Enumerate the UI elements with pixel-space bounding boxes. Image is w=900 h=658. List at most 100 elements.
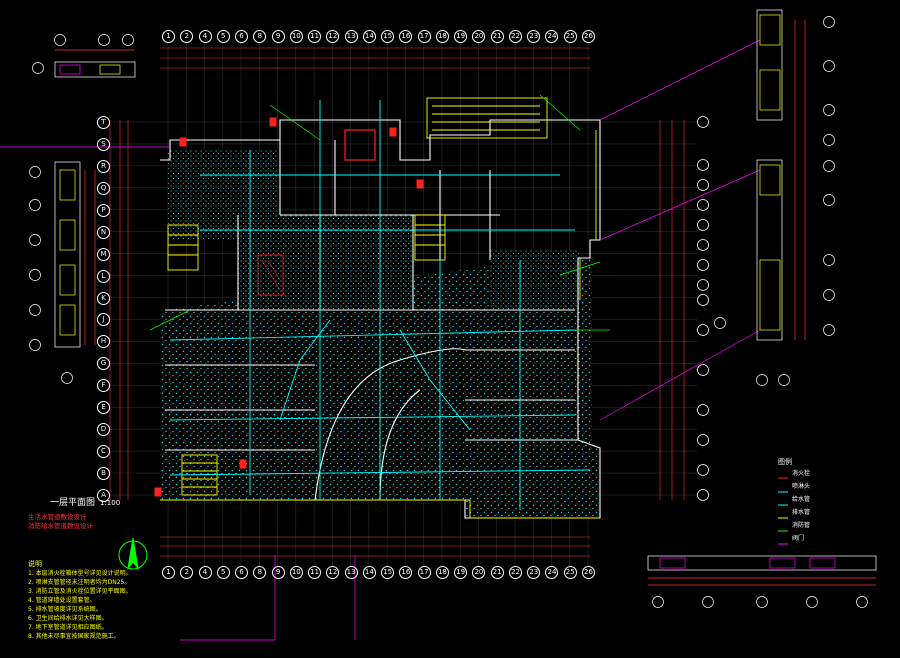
legend-item: 给水管 bbox=[792, 496, 811, 503]
left-grid-bubble: F bbox=[97, 379, 110, 393]
legend-heading: 图例 bbox=[778, 458, 792, 466]
right-section-detail bbox=[714, 9, 835, 386]
left-grid-bubble: H bbox=[97, 335, 110, 349]
top-grid-bubble: 23 bbox=[527, 30, 541, 43]
bottom-grid-bubble: 23 bbox=[527, 566, 541, 579]
north-arrow-icon bbox=[118, 537, 148, 570]
bottom-dimension-lines bbox=[160, 536, 590, 557]
bottom-grid-bubble: 11 bbox=[308, 566, 322, 579]
top-grid-bubble: 5 bbox=[216, 30, 230, 43]
left-grid-bubble: E bbox=[97, 401, 110, 415]
bottom-grid-bubble: 18 bbox=[435, 566, 449, 579]
legend-panel: 图例 消火栓喷淋头给水管排水管消防管阀门 bbox=[778, 458, 888, 545]
top-grid-bubble: 24 bbox=[545, 30, 559, 43]
bottom-grid-bubble: 2 bbox=[180, 566, 194, 579]
left-grid-bubble: S bbox=[97, 137, 110, 151]
top-grid-bubble: 13 bbox=[344, 30, 358, 43]
note-item: 1. 本层消火栓箱体型号详见设计说明。 bbox=[28, 570, 132, 577]
left-grid-bubble: C bbox=[97, 445, 110, 459]
note-item: 4. 管道穿墙处设置套管。 bbox=[28, 597, 96, 604]
left-grid-bubble: J bbox=[97, 313, 110, 327]
left-grid-bubble: T bbox=[97, 116, 110, 129]
left-grid-bubble: N bbox=[97, 225, 110, 239]
legend-item: 阀门 bbox=[792, 535, 805, 542]
legend-item: 消防管 bbox=[792, 522, 811, 529]
top-grid-bubble: 1 bbox=[162, 30, 175, 43]
left-grid-bubble: Q bbox=[97, 181, 110, 195]
top-grid-bubble: 21 bbox=[490, 30, 504, 43]
legend-item: 喷淋头 bbox=[792, 483, 811, 490]
top-grid-bubble: 10 bbox=[289, 30, 303, 43]
top-grid-bubble: 9 bbox=[271, 30, 285, 43]
plan-subtitle-1: 生活水管道敷设设计 bbox=[28, 513, 87, 521]
left-grid-bubble: B bbox=[97, 467, 110, 481]
bottom-grid-bubble: 24 bbox=[545, 566, 559, 579]
bottom-grid-bubble: 15 bbox=[381, 566, 395, 579]
left-section-detail bbox=[29, 161, 96, 384]
notes-list: 1. 本层消火栓箱体型号详见设计说明。 2. 喷淋支管管径未注明者均为DN25。 3… bbox=[28, 569, 268, 641]
bottom-grid-bubble: 6 bbox=[235, 566, 249, 579]
green-leaders bbox=[149, 94, 610, 331]
top-grid-bubble: 25 bbox=[563, 30, 577, 43]
left-grid-bubble: G bbox=[97, 357, 110, 371]
top-grid-bubble: 8 bbox=[253, 30, 267, 43]
general-notes: 说明 1. 本层消火栓箱体型号详见设计说明。 2. 喷淋支管管径未注明者均为DN2… bbox=[28, 560, 268, 641]
top-grid-bubble: 19 bbox=[454, 30, 468, 43]
top-grid-bubble: 26 bbox=[582, 30, 595, 43]
left-grid-bubble: L bbox=[97, 269, 110, 283]
right-grid-bubbles bbox=[697, 116, 709, 501]
notes-heading: 说明 bbox=[28, 560, 42, 568]
note-item: 5. 排水管坡度详见系统图。 bbox=[28, 606, 102, 613]
note-item: 6. 卫生间给排水详见大样图。 bbox=[28, 615, 108, 622]
note-item: 2. 喷淋支管管径未注明者均为DN25。 bbox=[28, 579, 131, 586]
top-grid-bubble: 20 bbox=[472, 30, 486, 43]
bottom-grid-bubble: 9 bbox=[271, 566, 285, 579]
bottom-grid-bubble: 14 bbox=[362, 566, 376, 579]
note-item: 8. 其他未尽事宜按国家规范施工。 bbox=[28, 633, 120, 640]
legend-swatches bbox=[778, 477, 788, 545]
plan-title: 一层平面图 bbox=[50, 498, 96, 508]
top-grid-bubble: 12 bbox=[326, 30, 340, 43]
bottom-grid-bubble: 17 bbox=[417, 566, 431, 579]
plan-scale: 1:100 bbox=[100, 499, 121, 507]
fire-elements bbox=[154, 117, 424, 497]
note-item: 7. 地下室管道详见相应图纸。 bbox=[28, 624, 108, 631]
bottom-grid-bubble: 1 bbox=[162, 566, 175, 579]
bottom-grid-bubble: 13 bbox=[344, 566, 358, 579]
bottom-grid-bubble: 26 bbox=[582, 566, 595, 579]
top-grid-bubble: 4 bbox=[198, 30, 212, 43]
legend-item: 消火栓 bbox=[792, 470, 811, 477]
top-dimension-lines bbox=[160, 47, 590, 69]
plan-subtitle-2: 消防给水管道敷设设计 bbox=[28, 522, 93, 530]
pipe-network bbox=[169, 100, 591, 510]
bottom-grid-bubble: 8 bbox=[253, 566, 267, 579]
stair-cores bbox=[160, 97, 600, 519]
bottom-grid-bubble: 20 bbox=[472, 566, 486, 579]
bottom-grid-bubble: 5 bbox=[216, 566, 230, 579]
top-grid-bubble: 16 bbox=[399, 30, 413, 43]
top-grid-bubble: 6 bbox=[235, 30, 249, 43]
top-grid-bubble: 14 bbox=[362, 30, 376, 43]
bottom-right-section bbox=[647, 555, 877, 608]
top-left-detail bbox=[32, 34, 136, 78]
bottom-grid-bubble: 12 bbox=[326, 566, 340, 579]
top-grid-bubble: 15 bbox=[381, 30, 395, 43]
legend-item: 排水管 bbox=[792, 509, 811, 516]
bottom-grid-bubble: 4 bbox=[198, 566, 212, 579]
top-grid-bubble: 2 bbox=[180, 30, 194, 43]
top-grid-bubble: 22 bbox=[508, 30, 522, 43]
left-grid-bubble: K bbox=[97, 291, 110, 305]
top-grid-bubble: 11 bbox=[308, 30, 322, 43]
left-grid-bubble: A bbox=[97, 489, 110, 502]
right-dimension-lines bbox=[659, 120, 685, 500]
left-grid-bubble: R bbox=[97, 159, 110, 173]
bottom-grid-bubble: 10 bbox=[289, 566, 303, 579]
bottom-grid-bubble: 25 bbox=[563, 566, 577, 579]
bottom-grid-bubble: 16 bbox=[399, 566, 413, 579]
left-grid-bubble: P bbox=[97, 203, 110, 217]
note-item: 3. 消防立管及消火栓位置详见平面图。 bbox=[28, 588, 132, 595]
bottom-grid-bubble: 19 bbox=[454, 566, 468, 579]
bottom-grid-bubble: 22 bbox=[508, 566, 522, 579]
top-grid-bubble: 17 bbox=[417, 30, 431, 43]
